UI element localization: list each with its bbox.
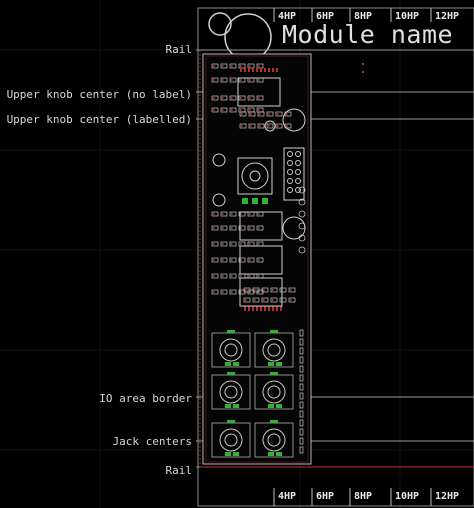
ic-2 (239, 211, 283, 241)
label-upper-knob-no-label: Upper knob center (no label) (6, 88, 192, 101)
label-jack-centers: Jack centers (112, 435, 192, 448)
hp-bottom-12: 12HP (435, 491, 460, 502)
small-circle (208, 12, 232, 36)
hp-top-8: 8HP (354, 11, 373, 22)
logo-circle (224, 13, 272, 61)
label-rail-top: Rail (165, 43, 193, 56)
power-header (283, 147, 305, 201)
cap-bottom (282, 216, 306, 240)
label-io-area-border: IO area border (99, 392, 192, 405)
hp-bottom-10: 10HP (395, 491, 420, 502)
ic-3 (239, 245, 283, 275)
panel-frame (197, 7, 474, 507)
hp-bottom-8: 8HP (354, 491, 373, 502)
cap-top (282, 108, 306, 132)
component-area (211, 63, 306, 454)
label-upper-knob-labelled: Upper knob center (labelled) (6, 113, 192, 126)
ic-4 (239, 277, 283, 307)
hp-top-12: 12HP (435, 11, 460, 22)
hp-bottom-6: 6HP (316, 491, 335, 502)
hp-top-4: 4HP (278, 11, 297, 22)
pot-footprint (237, 157, 273, 195)
ic-1 (237, 77, 281, 107)
label-rail-bottom: Rail (165, 464, 193, 477)
hp-top-10: 10HP (395, 11, 420, 22)
hp-bottom-4: 4HP (278, 491, 297, 502)
hp-top-6: 6HP (316, 11, 335, 22)
module-title: Module name (282, 20, 454, 49)
jack-area (211, 330, 294, 458)
